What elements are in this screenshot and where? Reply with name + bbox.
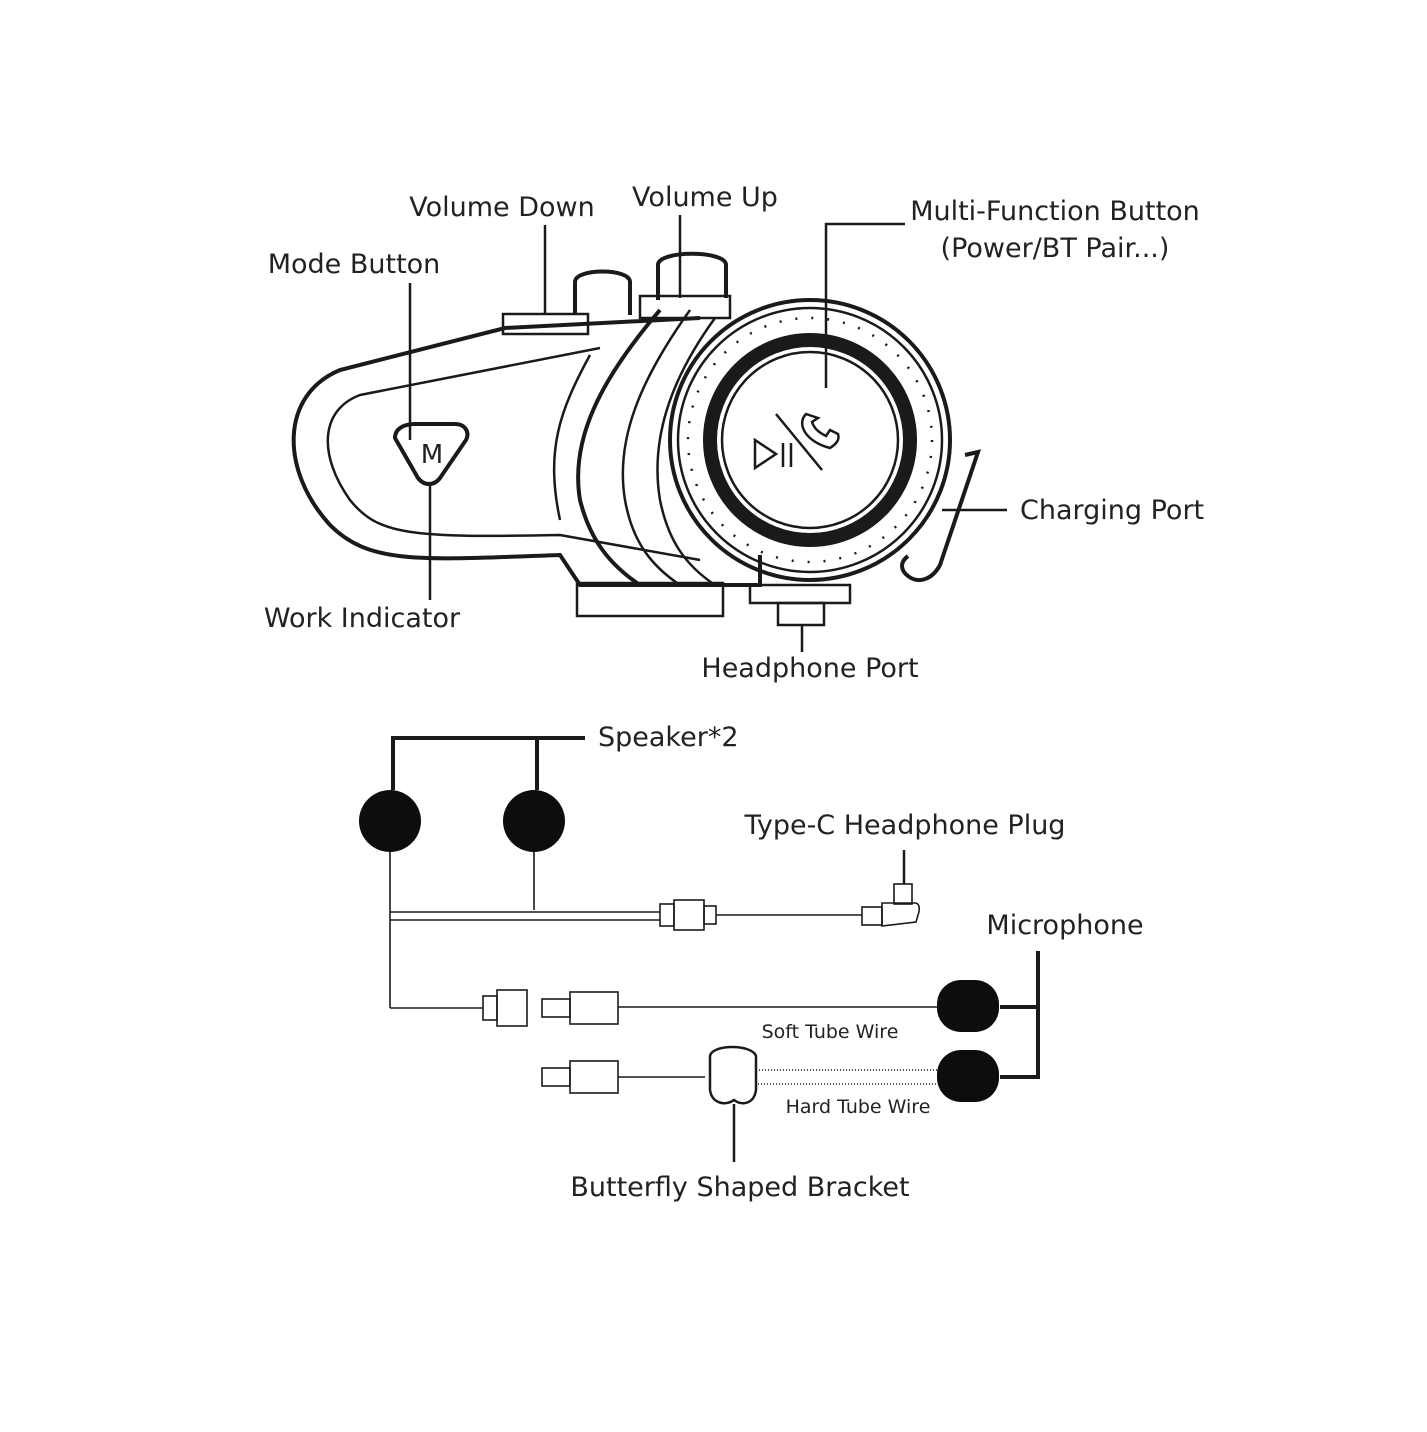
speaker-bracket xyxy=(391,736,585,790)
multi-function-sublabel: (Power/BT Pair...) xyxy=(941,233,1170,264)
multi-function-label: Multi-Function Button xyxy=(910,196,1200,227)
butterfly-bracket-shape xyxy=(708,1045,758,1105)
headphone-port-housing xyxy=(748,583,852,605)
soft-tube-mic-head xyxy=(937,980,999,1032)
mode-key: M xyxy=(392,422,470,486)
volume-up-label: Volume Up xyxy=(632,182,778,213)
hard-tube-mic-plug xyxy=(541,1060,619,1094)
headphone-port-label: Headphone Port xyxy=(701,653,918,684)
speaker-label: Speaker*2 xyxy=(598,722,739,753)
headphone-port-plug xyxy=(776,601,826,627)
butterfly-bracket-label: Butterfly Shaped Bracket xyxy=(570,1172,909,1203)
microphone-bracket xyxy=(1000,951,1040,1009)
volume-down-label: Volume Down xyxy=(409,192,595,223)
charging-port-label: Charging Port xyxy=(1020,495,1204,526)
mode-key-letter: M xyxy=(421,440,443,470)
speaker-left xyxy=(359,790,421,852)
work-indicator-label: Work Indicator xyxy=(264,603,461,634)
soft-tube-wire-label: Soft Tube Wire xyxy=(762,1021,899,1043)
volume-down-key xyxy=(573,269,632,315)
soft-tube-mic-plug xyxy=(541,991,619,1025)
hard-tube-mic-head xyxy=(937,1050,999,1102)
charging-port-cover xyxy=(900,449,982,582)
microphone-label: Microphone xyxy=(986,910,1143,941)
hard-tube-wire xyxy=(755,1069,942,1085)
play-pause-icon xyxy=(753,437,779,471)
type-c-plug xyxy=(861,883,921,927)
inline-connector xyxy=(659,899,717,931)
speaker-socket xyxy=(482,989,528,1027)
volume-up-key xyxy=(656,251,728,300)
type-c-plug-label: Type-C Headphone Plug xyxy=(744,810,1066,841)
mode-button-label: Mode Button xyxy=(268,249,441,280)
device-body xyxy=(291,294,762,618)
multi-function-dial xyxy=(668,298,952,582)
hard-tube-wire-label: Hard Tube Wire xyxy=(786,1096,931,1118)
phone-icon xyxy=(800,412,840,450)
speaker-right xyxy=(503,790,565,852)
